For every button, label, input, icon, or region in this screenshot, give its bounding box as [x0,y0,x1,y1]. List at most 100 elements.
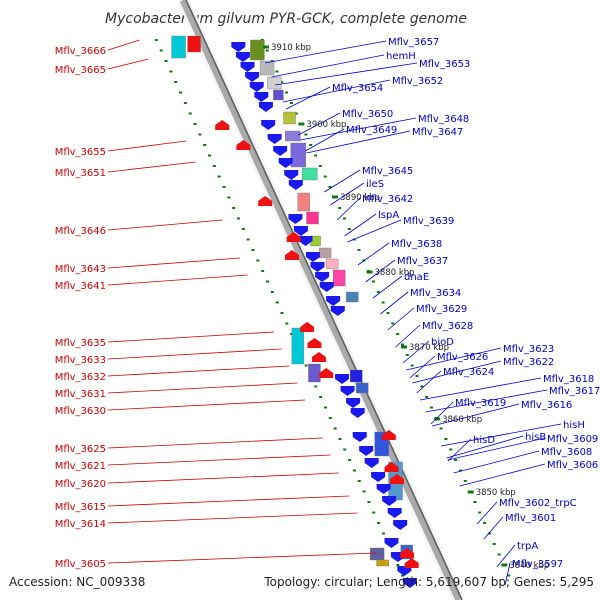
reverse-gene-arrow [381,430,396,440]
minor-tick-dot [222,186,226,188]
label-leader-line [446,435,524,459]
minor-tick-dot [333,427,337,430]
gene-block [306,211,319,225]
label-leader-line [409,355,436,379]
label-leader-line [447,437,546,461]
reverse-gene-label: Mflv_3614 [55,519,106,530]
gene-blocks-layer [171,35,419,588]
gene-block [376,559,389,567]
reverse-gene-label: Mflv_3605 [55,559,106,570]
minor-tick-dot [376,291,380,293]
minor-tick-dot [352,469,356,472]
label-leader-line [282,79,391,103]
gene-block [325,258,339,270]
forward-gene-label: hisB [525,432,546,443]
reverse-gene-label: Mflv_3635 [55,338,106,349]
label-leader-line [347,219,402,243]
minor-tick-dot [275,301,279,304]
genome-summary-text: Topology: circular; Length: 5,619,607 bp… [263,575,594,589]
forward-gene-arrow [359,446,374,456]
kbp-tick-label: 3880 kbp [375,268,415,278]
forward-gene-arrow [402,578,417,588]
forward-gene-arrow [240,62,255,72]
forward-gene-arrow [330,306,345,316]
label-leader-line [441,423,562,447]
forward-gene-label: Mflv_3606 [547,460,598,471]
minor-tick-dot [478,511,482,514]
forward-gene-label: dnaE [404,272,429,283]
reverse-gene-label: Mflv_3630 [55,406,106,417]
label-leader-line [380,291,409,315]
minor-tick-dot [396,564,400,566]
reverse-gene-arrow [307,338,322,348]
label-leader-line [412,360,502,384]
forward-gene-arrow [284,170,299,180]
gene-block [318,247,332,259]
minor-tick-dot [439,427,443,430]
minor-tick-dot [415,375,419,377]
forward-gene-arrow [387,508,402,518]
gene-block [171,35,186,59]
minor-tick-dot [285,322,289,325]
label-leader-line [425,389,548,413]
forward-gene-label: Mflv_3634 [410,288,461,299]
minor-tick-dot [381,301,385,304]
label-leader-line [275,62,418,86]
forward-gene-arrow [364,458,379,468]
forward-gene-label: Mflv_3642 [362,194,413,205]
label-leader-line [306,130,411,154]
minor-tick-dot [362,490,366,493]
backbone-layer [177,0,465,600]
minor-tick-dot [304,133,308,136]
minor-tick-dot [208,154,212,157]
forward-gene-label: Mflv_3617 [549,386,600,397]
label-leader-line [365,259,396,283]
forward-gene-label: lspA [378,210,399,221]
label-leader-line [107,552,376,564]
forward-gene-label: Mflv_3652 [392,76,443,87]
forward-gene-arrow [326,296,341,306]
minor-tick-dot [444,438,448,440]
label-leader-line [447,438,472,462]
forward-gene-arrow [384,538,399,548]
minor-tick-dot [314,154,318,157]
minor-tick-dot [227,196,231,199]
reverse-gene-label: Mflv_3651 [55,168,106,179]
minor-tick-dot [198,133,202,136]
forward-gene-arrow [254,92,269,102]
minor-tick-dot [425,396,429,398]
forward-gene-label: Mflv_3597 [512,559,563,570]
gene-block [273,89,284,101]
label-leader-line [305,128,345,152]
gene-block [285,130,301,142]
reverse-gene-label: Mflv_3641 [55,281,106,292]
forward-gene-label: Mflv_3639 [403,216,454,227]
minor-tick-dot [396,333,400,335]
minor-tick-dot [179,91,183,94]
forward-gene-label: ileS [366,179,384,190]
minor-tick-dot [497,553,501,556]
minor-tick-dot [367,501,371,503]
reverse-gene-label: Mflv_3665 [55,65,106,76]
label-leader-line [107,399,306,411]
forward-gene-arrow [298,236,313,246]
label-leader-line [107,472,339,484]
accession-text: Accession: NC_009338 [9,575,145,589]
minor-tick-dot [429,406,433,409]
label-leader-line [107,274,248,286]
forward-gene-label: Mflv_3653 [419,59,470,70]
minor-tick-dot [265,280,269,283]
forward-gene-arrow [235,52,250,62]
forward-gene-label: Mflv_3602_trpC [499,498,577,509]
label-leader-line [416,370,442,394]
label-leader-line [107,348,282,360]
minor-tick-dot [174,81,178,83]
reverse-gene-label: Mflv_3643 [55,264,106,275]
forward-gene-label: Mflv_3648 [418,114,469,125]
label-leader-line [107,140,187,152]
label-leader-line [459,463,546,487]
minor-tick-dot [391,322,395,325]
forward-gene-arrow [350,408,365,418]
